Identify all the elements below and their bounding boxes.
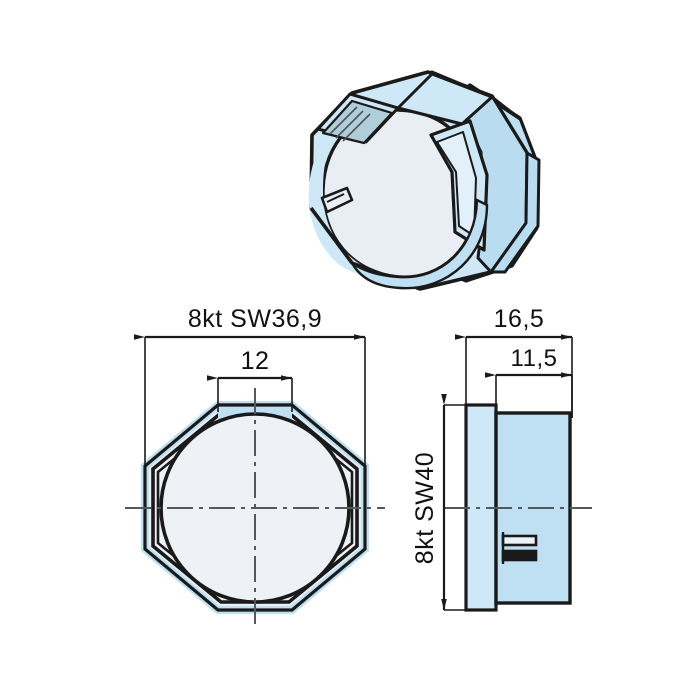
iso-right-edge-wall xyxy=(489,151,541,274)
dim-sw40-label: 8kt SW40 xyxy=(411,452,439,564)
front-outer-octagon-outline xyxy=(143,403,367,612)
dim-115-label: 11,5 xyxy=(511,345,558,372)
isometric-view xyxy=(308,70,541,291)
dim-12-label: 12 xyxy=(241,347,270,375)
side-view xyxy=(444,403,592,612)
iso-tab-hatch-1 xyxy=(329,106,358,135)
iso-top-ridge xyxy=(396,72,494,126)
iso-bore-shadow xyxy=(308,120,399,279)
side-view-dimensions: 16,5 11,5 8kt SW40 xyxy=(411,305,573,611)
iso-left-slot xyxy=(320,186,354,214)
iso-left-slot-line xyxy=(326,193,345,203)
dim-165-label: 16,5 xyxy=(494,305,545,333)
front-view xyxy=(125,388,385,628)
iso-tab-hatch-2 xyxy=(335,110,364,139)
iso-tab-hatch-3 xyxy=(342,113,371,142)
side-slot-upper xyxy=(501,534,538,547)
iso-upper-left-tab-inner xyxy=(321,99,394,145)
front-view-dimensions: 8kt SW36,9 12 xyxy=(134,305,366,470)
iso-front-band xyxy=(350,198,489,290)
dim-sw369-label: 8kt SW36,9 xyxy=(188,305,322,333)
side-slot-lower xyxy=(501,549,538,562)
